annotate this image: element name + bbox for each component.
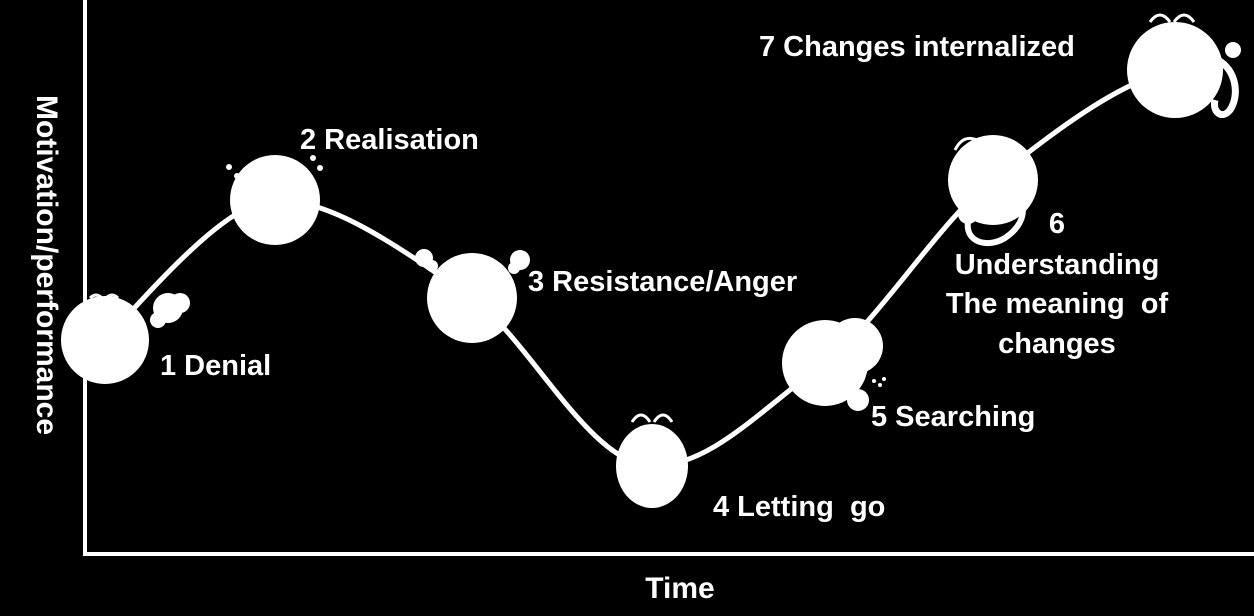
running-blob-icon [948,135,1038,246]
x-axis-title: Time [645,572,714,605]
celebrating-blob-icon [1127,13,1241,118]
surprised-blob-icon [226,155,323,245]
stage-3-label: 3 Resistance/Anger [528,266,797,298]
searching-blob-icon [782,318,886,411]
stage-5-label: 5 Searching [871,401,1035,433]
stage-7-label: 7 Changes internalized [759,31,1075,63]
y-axis-title: Motivation/performance [30,95,63,435]
stage-6-label-line-3: The meaning of [946,288,1169,320]
stage-6-label-line-1: 6 [1049,208,1065,240]
stage-2-label: 2 Realisation [300,124,479,156]
angry-blob-icon [415,249,530,343]
stage-6-label-line-2: Understanding [955,249,1160,281]
stage-1-label: 1 Denial [160,350,271,382]
stage-6-label: 6 Understanding The meaning of changes [946,208,1169,360]
frustrated-blob-icon [61,293,190,384]
stage-4-label: 4 Letting go [713,491,885,523]
stage-6-label-line-4: changes [998,328,1116,360]
peeking-blob-icon [616,413,688,508]
